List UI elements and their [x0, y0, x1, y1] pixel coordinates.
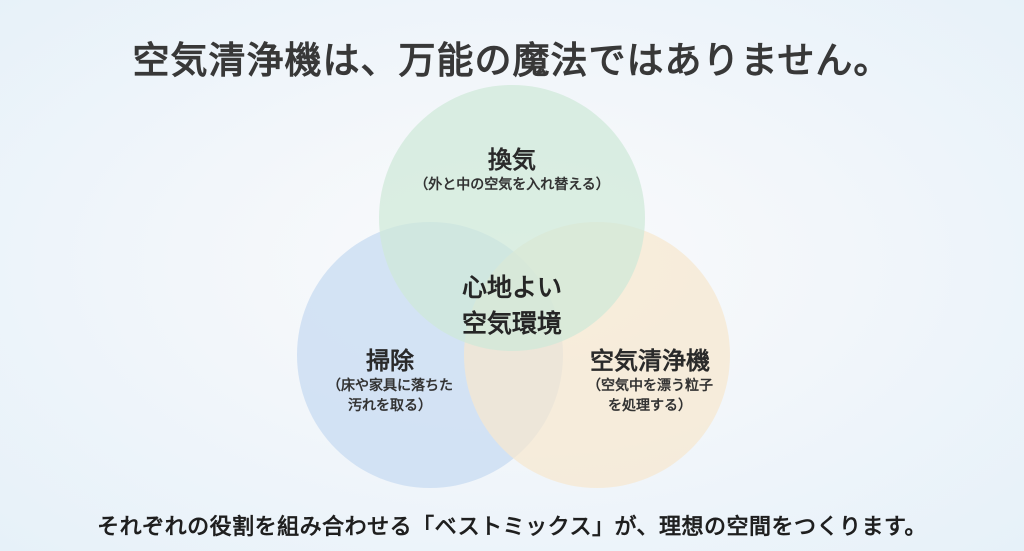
venn-circle-ventilation — [379, 85, 645, 351]
center-label-line2: 空気環境 — [461, 309, 562, 338]
venn-label-cleaning: 掃除 （床や家具に落ちた 汚れを取る） — [290, 346, 490, 416]
venn-label-ventilation: 換気 （外と中の空気を入れ替える） — [392, 145, 632, 195]
footer-message: それぞれの役割を組み合わせる「ベストミックス」が、理想の空間をつくります。 — [97, 515, 927, 540]
cleaning-heading: 掃除 — [366, 347, 414, 375]
air-purifier-description-line2: を処理する） — [608, 398, 692, 414]
page-title: 空気清浄機は、万能の魔法ではありません。 — [132, 39, 892, 82]
air-purifier-description-line1: （空気中を漂う粒子 — [587, 378, 713, 394]
air-purifier-heading: 空気清浄機 — [590, 347, 710, 375]
venn-label-air-purifier: 空気清浄機 （空気中を漂う粒子 を処理する） — [535, 346, 765, 416]
cleaning-description-line2: 汚れを取る） — [348, 398, 432, 414]
venn-center-label: 心地よい 空気環境 — [432, 270, 592, 342]
cleaning-description-line1: （床や家具に落ちた — [327, 378, 453, 394]
ventilation-description: （外と中の空気を入れ替える） — [414, 177, 610, 193]
center-label-line1: 心地よい — [461, 273, 562, 302]
ventilation-heading: 換気 — [488, 146, 536, 174]
